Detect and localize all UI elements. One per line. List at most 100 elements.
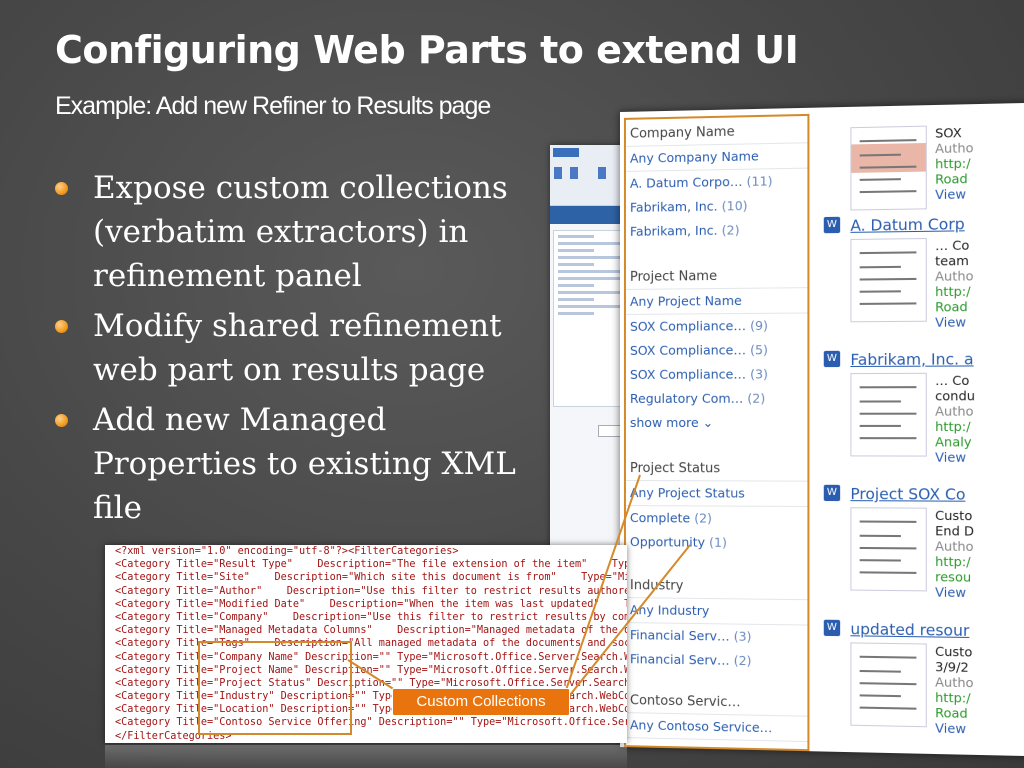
- bullet-text: Add new Managed Properties to existing X…: [93, 402, 516, 526]
- result-title-link[interactable]: Fabrikam, Inc. a: [850, 350, 973, 369]
- result-detail-line: … Co: [935, 373, 975, 388]
- xml-line: </FilterCategories>: [105, 730, 627, 743]
- result-detail-line[interactable]: View: [935, 186, 973, 202]
- sharepoint-page-thumbnail: [550, 145, 630, 550]
- document-thumbnail: [850, 373, 926, 457]
- word-document-icon: W: [824, 217, 840, 233]
- result-detail-line[interactable]: View: [935, 449, 975, 464]
- refiner-count: (11): [743, 173, 773, 189]
- refiner-count: (3): [730, 629, 752, 644]
- xml-line: <Category Title="Company" Description="U…: [105, 611, 627, 624]
- site-header-bar: [550, 206, 630, 224]
- bullet-list: Expose custom collections (verbatim extr…: [55, 166, 525, 536]
- results-list: SOXAuthohttp:/RoadViewWA. Datum Corp… Co…: [809, 103, 1024, 756]
- refiner-count: (2): [718, 222, 740, 237]
- refiner-link[interactable]: A. Datum Corpo… (11): [626, 169, 807, 196]
- xml-line: <Category Title="Site" Description="Whic…: [105, 571, 627, 584]
- refiner-link[interactable]: Financial Serv… (3): [626, 623, 807, 650]
- result-detail-line: http:/: [935, 554, 974, 570]
- document-thumbnail: [850, 238, 926, 322]
- refiner-link-label: Any Industry: [630, 602, 709, 618]
- result-details: CustoEnd DAuthohttp:/resouView: [935, 508, 974, 600]
- refiner-group: Project StatusAny Project StatusComplete…: [626, 458, 807, 556]
- document-thumbnail: [850, 126, 926, 211]
- result-details: SOXAuthohttp:/RoadView: [935, 125, 973, 202]
- result-title-link[interactable]: Project SOX Co: [850, 485, 965, 504]
- bullet-dot-icon: [55, 182, 68, 195]
- refiner-link[interactable]: SOX Compliance… (9): [626, 313, 807, 338]
- result-detail-line: Autho: [935, 674, 973, 690]
- result-detail-line: … Co: [935, 237, 973, 253]
- refiner-link-label: Any Project Name: [630, 293, 742, 309]
- bullet-text: Modify shared refinement web part on res…: [93, 308, 502, 388]
- refiner-link-label: Opportunity: [630, 534, 705, 550]
- result-detail-line[interactable]: View: [935, 314, 973, 330]
- result-detail-line: 3/9/2: [935, 659, 973, 675]
- result-detail-line: Autho: [935, 538, 974, 554]
- edit-properties-icon: [598, 167, 606, 179]
- result-details: … CoteamAuthohttp:/RoadView: [935, 237, 973, 329]
- refiner-link[interactable]: Complete (2): [626, 506, 807, 531]
- refiner-link[interactable]: Any Project Status: [626, 481, 807, 507]
- search-result: WProject SOX CoCustoEnd DAuthohttp:/reso…: [850, 485, 1024, 486]
- refiner-group: IndustryAny IndustryFinancial Serv… (3)F…: [626, 575, 807, 674]
- refiner-heading: Project Status: [626, 458, 807, 482]
- refiner-link[interactable]: Any Industry: [626, 598, 807, 625]
- xml-line: <Category Title="Project Name" Descripti…: [105, 664, 627, 677]
- refiner-link[interactable]: SOX Compliance… (3): [626, 362, 807, 387]
- refiner-link[interactable]: Any Contoso Service…: [626, 713, 807, 742]
- search-results-screenshot: Company NameAny Company NameA. Datum Cor…: [620, 103, 1024, 756]
- result-detail-line: End D: [935, 523, 974, 539]
- refiner-link[interactable]: Fabrikam, Inc. (2): [626, 217, 807, 244]
- result-detail-line: http:/: [935, 690, 973, 706]
- refiner-link[interactable]: Any Company Name: [626, 143, 807, 172]
- bullet-item: Modify shared refinement web part on res…: [55, 304, 525, 392]
- bullet-dot-icon: [55, 414, 68, 427]
- refinement-panel-thumbnail: [553, 230, 627, 407]
- refiner-link[interactable]: Any Project Name: [626, 288, 807, 315]
- refiner-link-label: Any Project Status: [630, 485, 745, 501]
- result-detail-line: Autho: [935, 403, 975, 418]
- xml-line: <Category Title="Modified Date" Descript…: [105, 598, 627, 611]
- refiner-link-label: A. Datum Corpo…: [630, 174, 743, 191]
- result-detail-line[interactable]: View: [935, 584, 974, 600]
- result-details: … CoconduAuthohttp:/AnalyView: [935, 373, 975, 465]
- refiner-link-label: Financial Serv…: [630, 627, 730, 643]
- result-detail-line: Analy: [935, 434, 975, 449]
- refiner-count: (3): [746, 366, 768, 381]
- result-title-link[interactable]: A. Datum Corp: [850, 215, 964, 235]
- result-detail-line: team: [935, 253, 973, 269]
- refiner-link[interactable]: show more ⌄: [626, 411, 807, 435]
- slide-subtitle: Example: Add new Refiner to Results page: [55, 92, 490, 121]
- search-result: WFabrikam, Inc. a… CoconduAuthohttp:/Ana…: [850, 350, 1024, 351]
- refiner-link[interactable]: Regulatory Com… (2): [626, 386, 807, 411]
- refiner-link-label: Financial Serv…: [630, 651, 730, 668]
- xml-line: <Category Title="Author" Description="Us…: [105, 585, 627, 598]
- refiner-link-label: Fabrikam, Inc.: [630, 198, 718, 214]
- refiner-link[interactable]: Opportunity (1): [626, 530, 807, 556]
- result-detail-line: Autho: [935, 140, 973, 156]
- search-result: WA. Datum Corp… CoteamAuthohttp:/RoadVie…: [850, 213, 1024, 216]
- xml-line: <Category Title="Company Name" Descripti…: [105, 651, 627, 664]
- result-detail-line: Custo: [935, 508, 974, 524]
- xml-reflection: [105, 745, 627, 768]
- refiner-link-label: SOX Compliance…: [630, 342, 746, 358]
- refiner-link[interactable]: Financial Serv… (2): [626, 647, 807, 674]
- bullet-dot-icon: [55, 320, 68, 333]
- custom-collections-highlight: [198, 641, 352, 735]
- refiner-heading: Project Name: [626, 265, 807, 290]
- refiner-link[interactable]: SOX Compliance… (5): [626, 338, 807, 363]
- bullet-item: Add new Managed Properties to existing X…: [55, 398, 525, 530]
- refiner-link[interactable]: Fabrikam, Inc. (10): [626, 193, 807, 220]
- refiner-count: (9): [746, 318, 768, 333]
- result-detail-line: condu: [935, 388, 975, 403]
- site-actions-tab: [553, 148, 579, 157]
- result-detail-line[interactable]: View: [935, 720, 973, 736]
- xml-line: <Category Title="Result Type" Descriptio…: [105, 558, 627, 571]
- refiner-count: (2): [690, 510, 712, 525]
- bullet-item: Expose custom collections (verbatim extr…: [55, 166, 525, 298]
- word-document-icon: W: [824, 485, 840, 501]
- refinement-panel: Company NameAny Company NameA. Datum Cor…: [624, 114, 809, 751]
- result-title-link[interactable]: updated resour: [850, 620, 969, 640]
- refiner-link-label: SOX Compliance…: [630, 366, 746, 382]
